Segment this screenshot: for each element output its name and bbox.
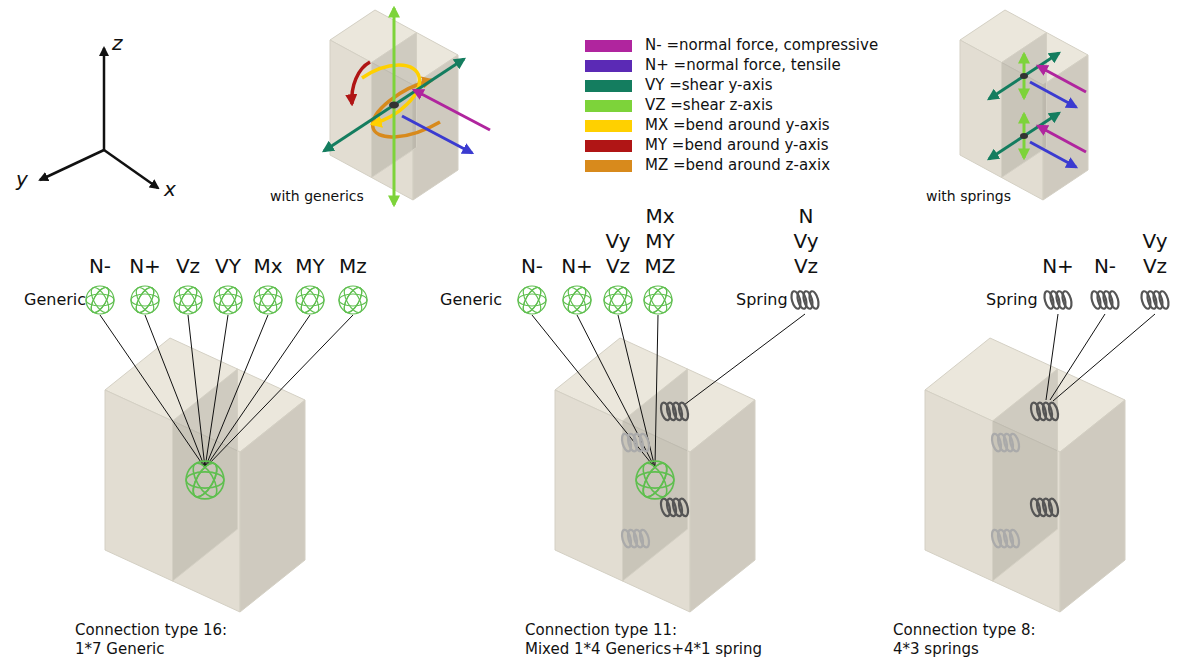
- force-label: Mx: [645, 205, 674, 228]
- axis-label: y: [16, 168, 28, 191]
- caption-text: Connection type 11:: [525, 622, 677, 639]
- leader-lines: [532, 314, 805, 468]
- spring-force-arrows: [989, 53, 1086, 167]
- springs: [620, 290, 820, 548]
- force-label: Vz: [606, 255, 630, 278]
- legend-swatch: [585, 120, 632, 132]
- leader-lines: [100, 315, 353, 468]
- force-label: N+: [561, 255, 593, 278]
- force-label: Generic: [24, 291, 86, 309]
- legend-swatch: [585, 40, 632, 52]
- generic-symbols: [518, 285, 674, 501]
- force-label: Generic: [440, 291, 502, 309]
- force-label: Vy: [606, 230, 631, 253]
- force-label: Mx: [253, 255, 282, 278]
- force-label: N+: [129, 255, 161, 278]
- legend-swatch: [585, 160, 632, 172]
- force-label: N+: [1042, 255, 1074, 278]
- legend-swatch: [585, 80, 632, 92]
- legend-text: N- =normal force, compressive: [645, 37, 878, 54]
- force-label: Mz: [339, 255, 367, 278]
- force-label: with springs: [926, 188, 1011, 204]
- caption-text: Mixed 1*4 Generics+4*1 spring: [525, 641, 762, 658]
- force-label: Vy: [1143, 230, 1168, 253]
- springs: [990, 290, 1170, 548]
- caption-text: Connection type 8:: [893, 622, 1036, 639]
- block-type-16: [105, 338, 305, 612]
- force-label: Vz: [794, 255, 818, 278]
- axes: [40, 48, 158, 188]
- legend-text: VY =shear y-axis: [645, 77, 773, 94]
- force-label: MY: [645, 230, 674, 253]
- axis-label: z: [112, 32, 123, 55]
- legend-text: VZ =shear z-axis: [645, 97, 773, 114]
- generic-symbols: [86, 285, 367, 501]
- caption-text: 4*3 springs: [893, 641, 979, 658]
- force-label: Spring: [986, 291, 1038, 309]
- force-label: N-: [521, 255, 543, 278]
- force-label: N-: [1094, 255, 1116, 278]
- legend-swatch: [585, 140, 632, 152]
- leader-lines: [1046, 314, 1155, 401]
- force-label: MZ: [645, 255, 676, 278]
- force-label: VY: [215, 255, 241, 278]
- legend-text: MX =bend around y-axis: [645, 117, 830, 134]
- force-label: with generics: [270, 188, 364, 204]
- force-label: N: [799, 205, 814, 228]
- force-label: N-: [89, 255, 111, 278]
- legend-text: MY =bend around y-axis: [645, 137, 829, 154]
- legend-swatch: [585, 60, 632, 72]
- force-label: Spring: [736, 291, 788, 309]
- force-label: Vy: [794, 230, 819, 253]
- legend-text: MZ =bend around z-axix: [645, 157, 830, 174]
- generic-force-arrows: [324, 8, 490, 205]
- spring-block-sketch: [960, 10, 1088, 200]
- force-label: Vz: [1143, 255, 1167, 278]
- caption-text: Connection type 16:: [75, 622, 227, 639]
- caption-text: 1*7 Generic: [75, 641, 165, 658]
- force-label: MY: [295, 255, 324, 278]
- force-label: Vz: [176, 255, 200, 278]
- block-type-11: [555, 338, 755, 612]
- block-type-8: [925, 338, 1125, 612]
- legend-text: N+ =normal force, tensile: [645, 57, 841, 74]
- legend-swatch: [585, 100, 632, 112]
- axis-label: x: [164, 178, 176, 201]
